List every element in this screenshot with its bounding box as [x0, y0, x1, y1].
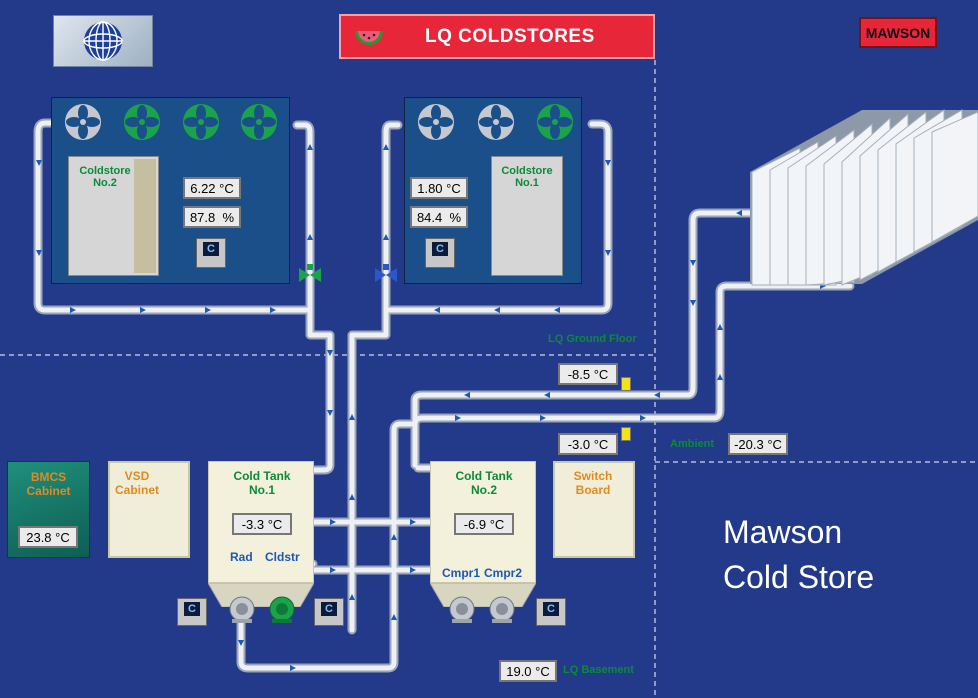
site-name: Mawson Cold Store: [723, 510, 874, 600]
bmcs-temp-display: 23.8 °C: [18, 526, 78, 548]
coldstore-2-humidity-value: 87.8: [189, 209, 216, 225]
pump-icon[interactable]: [267, 596, 297, 624]
fan-icon: [418, 104, 454, 140]
ambient-label: Ambient: [670, 438, 714, 450]
coldstore-1-temp-value: 1.80: [417, 180, 443, 196]
lower-pipe-temp-display: -3.0 °C: [558, 433, 618, 455]
fan-icon: [478, 104, 514, 140]
coldstore-2-room[interactable]: Coldstore No.2: [68, 156, 159, 276]
cldstr-label: Cldstr: [265, 550, 300, 564]
vsd-cabinet[interactable]: VSD Cabinet: [108, 461, 190, 558]
cmpr1-label: Cmpr1: [442, 566, 481, 580]
upper-pipe-temp-display: -8.5 °C: [558, 363, 618, 385]
controller-icon[interactable]: C: [314, 598, 344, 626]
coldstore-1-humidity-display: 84.4 %: [410, 206, 468, 228]
bmcs-temp-unit: °C: [55, 529, 70, 545]
cold-tank-2-temp-display: -6.9 °C: [454, 513, 514, 535]
controller-icon[interactable]: C: [536, 598, 566, 626]
basement-label: LQ Basement: [563, 664, 634, 676]
basement-temp-unit: °C: [535, 663, 550, 679]
fan-icon: [65, 104, 101, 140]
bmcs-cabinet-label: BMCS Cabinet: [26, 470, 71, 498]
coldstore-2-shelves: [134, 159, 156, 273]
switch-board[interactable]: Switch Board: [553, 461, 635, 558]
pump-icon[interactable]: [447, 596, 477, 624]
sensor-icon: [621, 377, 631, 391]
sensor-icon: [621, 427, 631, 441]
fan-icon: [241, 104, 277, 140]
lower-pipe-temp-value: -3.0: [567, 436, 591, 452]
coldstore-2-label: Coldstore No.2: [79, 165, 131, 189]
controller-icon[interactable]: C: [196, 238, 226, 268]
switch-board-label: Switch Board: [573, 469, 613, 497]
pump-icon[interactable]: [487, 596, 517, 624]
lower-pipe-temp-unit: °C: [593, 436, 609, 452]
site-name-line2: Cold Store: [723, 559, 875, 595]
upper-pipe-temp-unit: °C: [593, 366, 609, 382]
globe-logo-icon: [53, 15, 153, 67]
coldstore-1-humidity-value: 84.4: [416, 209, 443, 225]
valve-icon[interactable]: [297, 264, 323, 286]
coldstore-1-temp-display: 1.80 °C: [410, 177, 468, 199]
cmpr2-label: Cmpr2: [484, 566, 523, 580]
coldstore-1-fans: [414, 102, 578, 142]
mawson-button[interactable]: MAWSON: [859, 17, 937, 48]
bmcs-cabinet[interactable]: BMCS Cabinet 23.8 °C: [7, 461, 90, 558]
ambient-temp-display: -20.3 °C: [728, 433, 788, 455]
bmcs-temp-value: 23.8: [26, 529, 52, 545]
cold-tank-2-base: [429, 582, 537, 608]
cold-tank-2-temp-value: -6.9: [463, 516, 487, 532]
controller-icon[interactable]: C: [425, 238, 455, 268]
controller-icon[interactable]: C: [177, 598, 207, 626]
coldstore-2-humidity-display: 87.8 %: [183, 206, 241, 228]
cold-tank-1-temp-value: -3.3: [241, 516, 265, 532]
coldstore-2-humidity-unit: %: [222, 209, 235, 225]
basement-temp-display: 19.0 °C: [499, 660, 557, 682]
valve-icon[interactable]: [373, 264, 399, 286]
coldstore-1-room[interactable]: Coldstore No.1: [491, 156, 563, 276]
vsd-cabinet-label: VSD Cabinet: [114, 469, 159, 497]
coldstore-2-temp-value: 6.22: [190, 180, 216, 196]
ambient-temp-value: -20.3: [734, 436, 764, 452]
coldstore-1-label: Coldstore No.1: [501, 165, 553, 189]
ambient-temp-unit: °C: [767, 436, 782, 452]
fan-icon: [183, 104, 219, 140]
fan-icon: [124, 104, 160, 140]
ground-floor-label: LQ Ground Floor: [548, 333, 637, 345]
cold-tank-2-temp-unit: °C: [489, 516, 505, 532]
site-name-line1: Mawson: [723, 514, 843, 550]
basement-temp-value: 19.0: [506, 663, 532, 679]
watermelon-icon: [355, 31, 383, 45]
cold-tank-1[interactable]: Cold Tank No.1 -3.3 °C Rad Cldstr: [208, 461, 314, 583]
fan-icon: [537, 104, 573, 140]
coldstore-2-temp-unit: °C: [219, 180, 234, 196]
page-title: LQ COLDSTORES: [425, 25, 595, 47]
cold-tank-1-label: Cold Tank No.1: [233, 469, 291, 497]
coldstore-1-humidity-unit: %: [449, 209, 462, 225]
radiator-icon: [750, 109, 978, 286]
cold-tank-2[interactable]: Cold Tank No.2 -6.9 °C Cmpr1 Cmpr2: [430, 461, 536, 583]
cold-tank-1-temp-unit: °C: [267, 516, 283, 532]
upper-pipe-temp-value: -8.5: [567, 366, 591, 382]
coldstore-1-temp-unit: °C: [446, 180, 461, 196]
coldstore-2-temp-display: 6.22 °C: [183, 177, 241, 199]
cold-tank-2-label: Cold Tank No.2: [455, 469, 513, 497]
cold-tank-1-temp-display: -3.3 °C: [232, 513, 292, 535]
title-banner: LQ COLDSTORES: [339, 14, 655, 59]
pump-icon[interactable]: [227, 596, 257, 624]
cold-tank-1-base: [207, 582, 315, 608]
rad-label: Rad: [230, 550, 253, 564]
coldstore-2-fans: [60, 102, 282, 142]
